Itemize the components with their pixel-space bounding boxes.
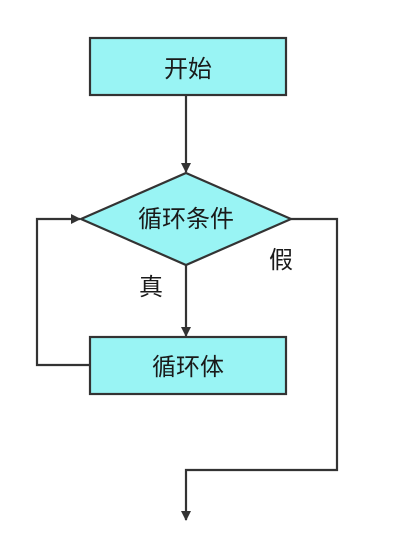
start-node bbox=[88, 36, 288, 97]
arrow-false-exit bbox=[181, 217, 339, 521]
true-branch-label: 真 bbox=[139, 273, 163, 301]
false-branch-label: 假 bbox=[269, 246, 293, 274]
arrow-loop-back bbox=[35, 214, 90, 367]
loop-body-node bbox=[88, 335, 288, 396]
start-node-label: 开始 bbox=[164, 55, 212, 83]
loop-body-node-label: 循环体 bbox=[152, 353, 224, 381]
condition-node-label: 循环条件 bbox=[138, 205, 234, 233]
